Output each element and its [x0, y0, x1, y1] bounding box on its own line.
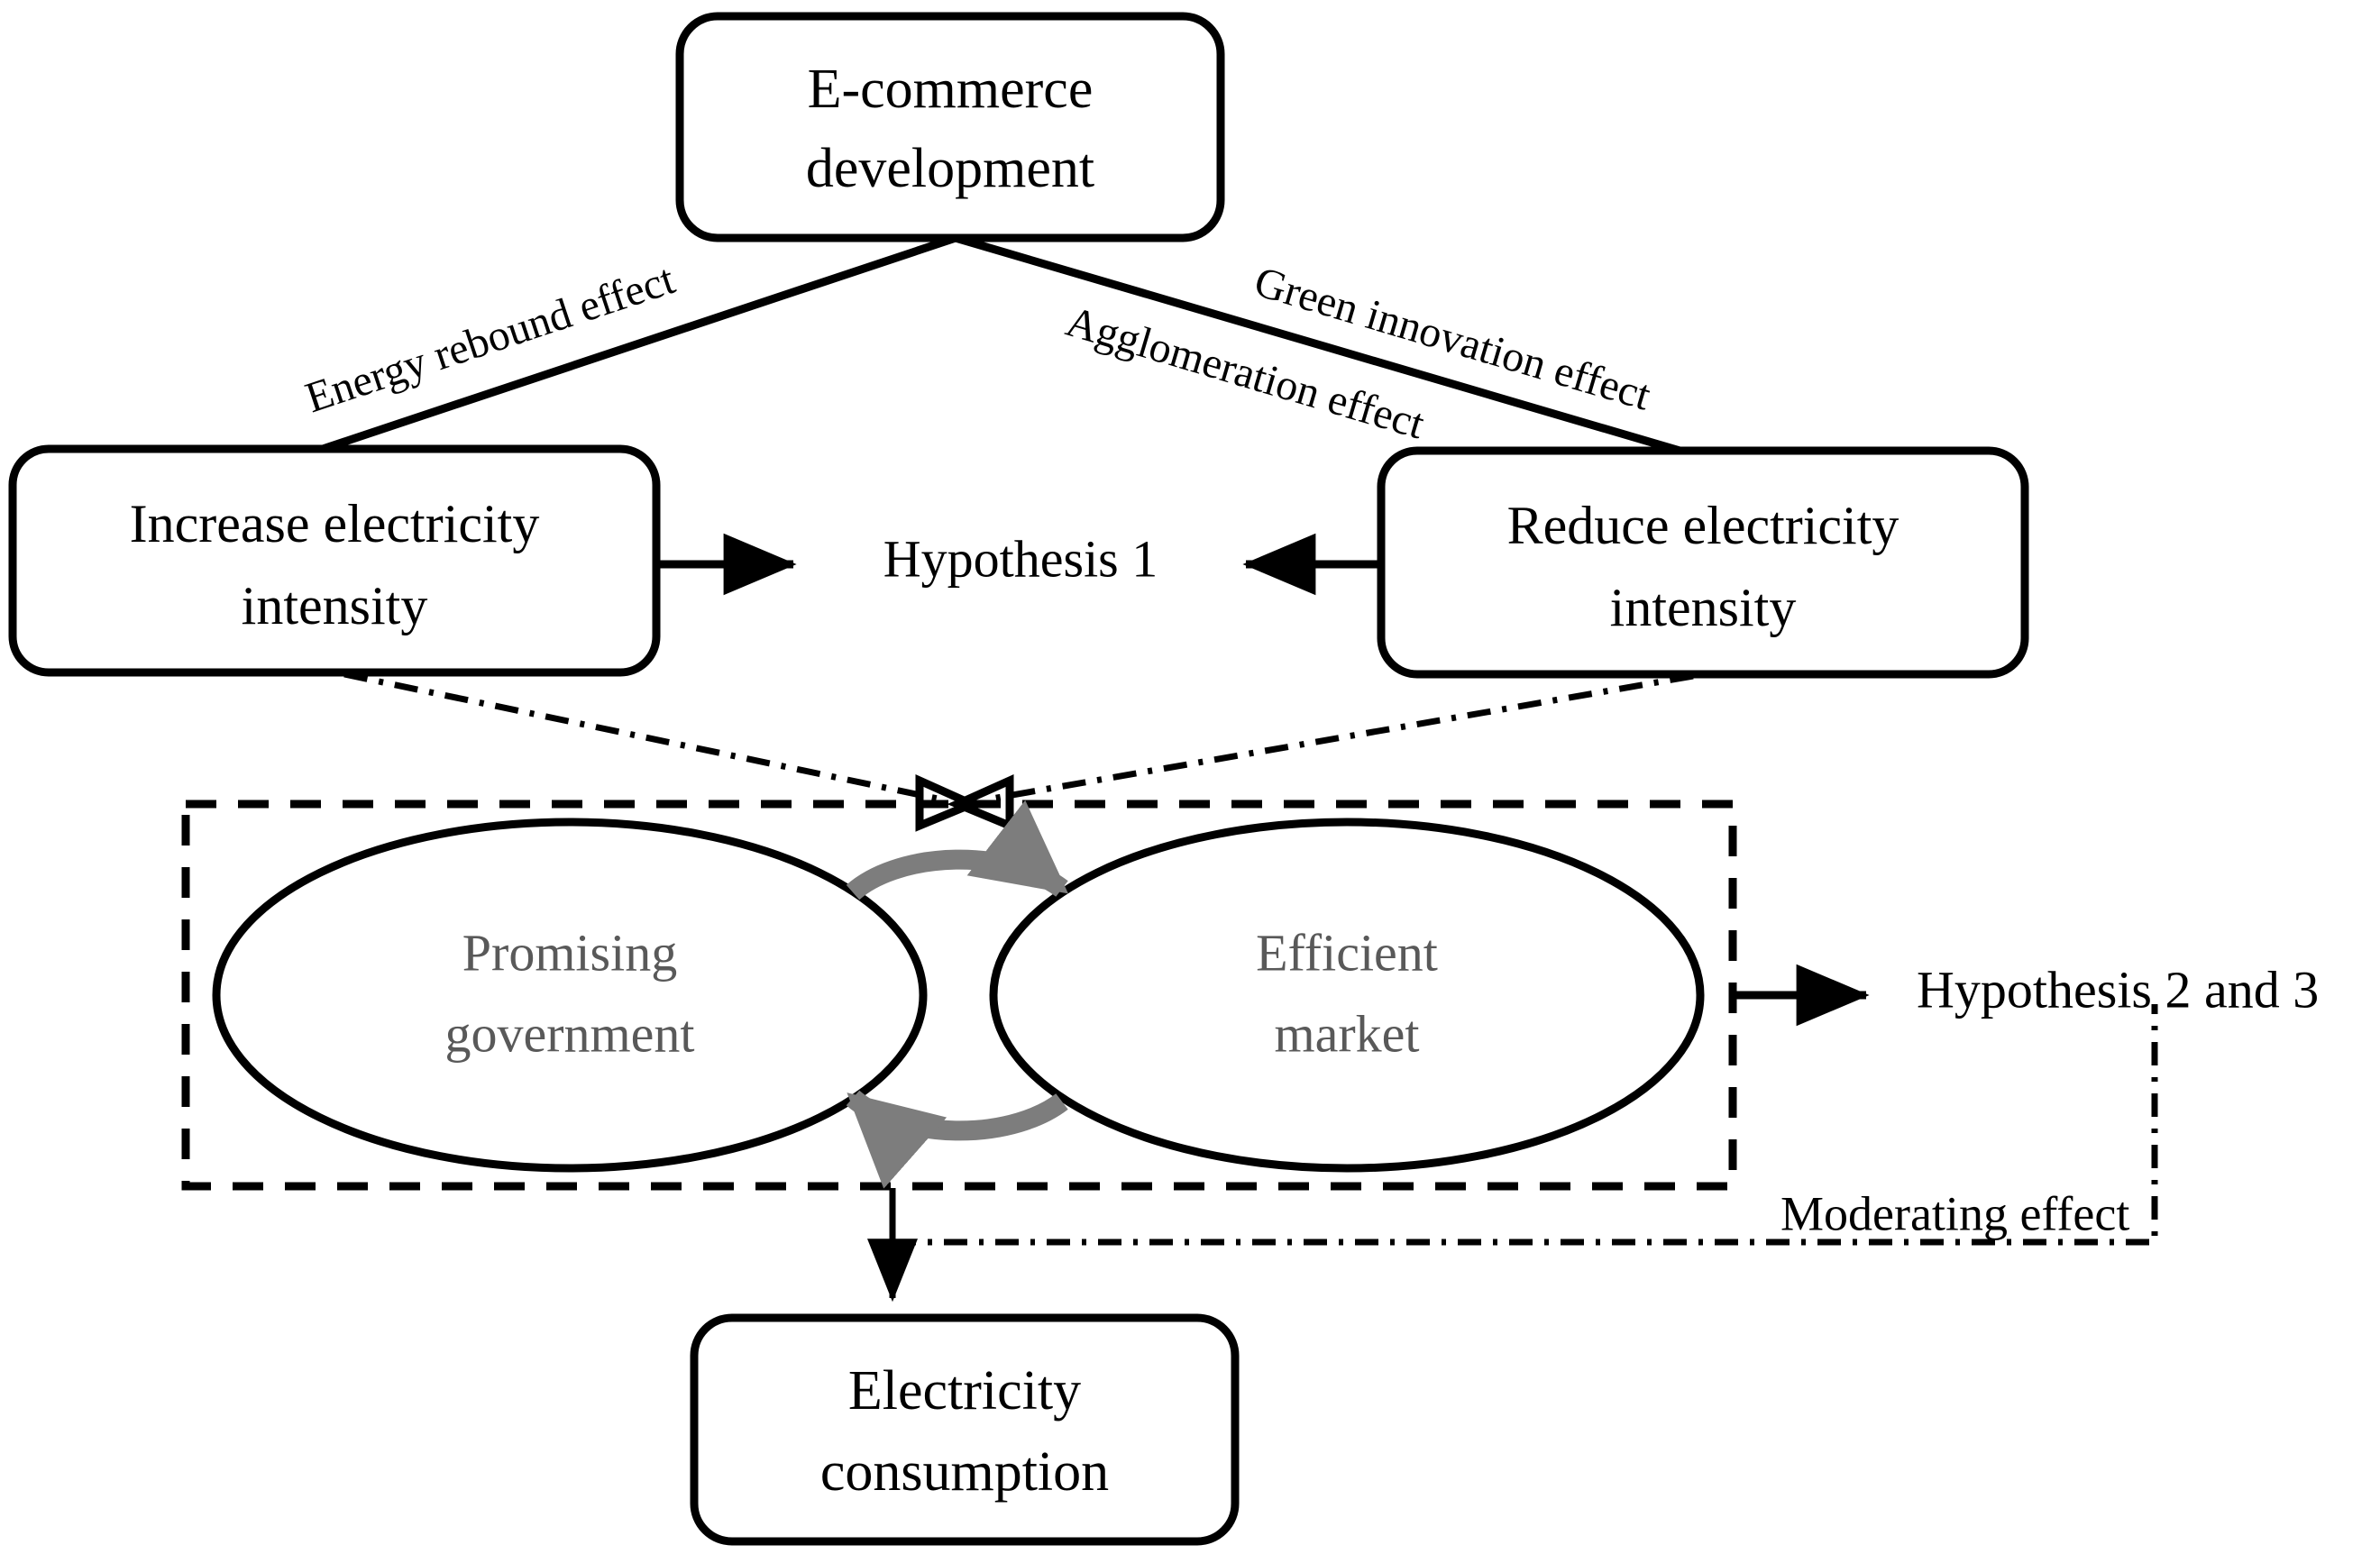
promising-government-line2: government: [444, 1004, 694, 1063]
hypothesis-1-label: Hypothesis 1: [883, 529, 1158, 588]
moderating-effect-dashdot-path: [892, 1004, 2158, 1246]
node-promising-government[interactable]: Promising government: [212, 818, 928, 1173]
ecommerce-development-line1: E-commerce: [808, 59, 1094, 120]
connector-top-to-right: [954, 233, 1688, 457]
hypothesis-2-and-3-label: Hypothesis 2 and 3: [1917, 960, 2319, 1019]
promising-government-line1: Promising: [462, 923, 678, 982]
edge-label-moderating-effect: Moderating effect: [1780, 1186, 2129, 1240]
node-electricity-consumption[interactable]: Electricity consumption: [690, 1313, 1240, 1546]
dashdot-left-to-moderator: [343, 671, 938, 802]
promising-government-ellipse[interactable]: [212, 818, 928, 1173]
node-increase-electricity-intensity[interactable]: Increase electricity intensity: [8, 444, 661, 677]
electricity-consumption-line2: consumption: [820, 1441, 1109, 1503]
node-ecommerce-development[interactable]: E-commerce development: [675, 12, 1225, 242]
reduce-electricity-intensity-box[interactable]: [1377, 446, 2029, 679]
increase-electricity-line1: Increase electricity: [130, 494, 540, 553]
efficient-market-line2: market: [1274, 1004, 1419, 1063]
reduce-electricity-line1: Reduce electricity: [1507, 496, 1899, 555]
efficient-market-line1: Efficient: [1256, 923, 1438, 982]
electricity-consumption-line1: Electricity: [848, 1360, 1081, 1421]
efficient-market-ellipse[interactable]: [989, 818, 1705, 1173]
dashdot-right-to-moderator: [991, 672, 1694, 802]
curved-arrow-right-icon: [846, 800, 1068, 900]
moderator-dashed-box: [181, 800, 1737, 1191]
electricity-consumption-box[interactable]: [690, 1313, 1240, 1546]
node-efficient-market[interactable]: Efficient market: [989, 818, 1705, 1173]
reduce-electricity-line2: intensity: [1610, 578, 1797, 637]
ecommerce-development-box[interactable]: [675, 12, 1225, 242]
connector-top-to-left: [316, 233, 957, 455]
ecommerce-development-line2: development: [806, 138, 1094, 199]
increase-electricity-line2: intensity: [242, 576, 428, 635]
increase-electricity-intensity-box[interactable]: [8, 444, 661, 677]
node-reduce-electricity-intensity[interactable]: Reduce electricity intensity: [1377, 446, 2029, 679]
curved-arrow-left-icon: [846, 1090, 1068, 1189]
